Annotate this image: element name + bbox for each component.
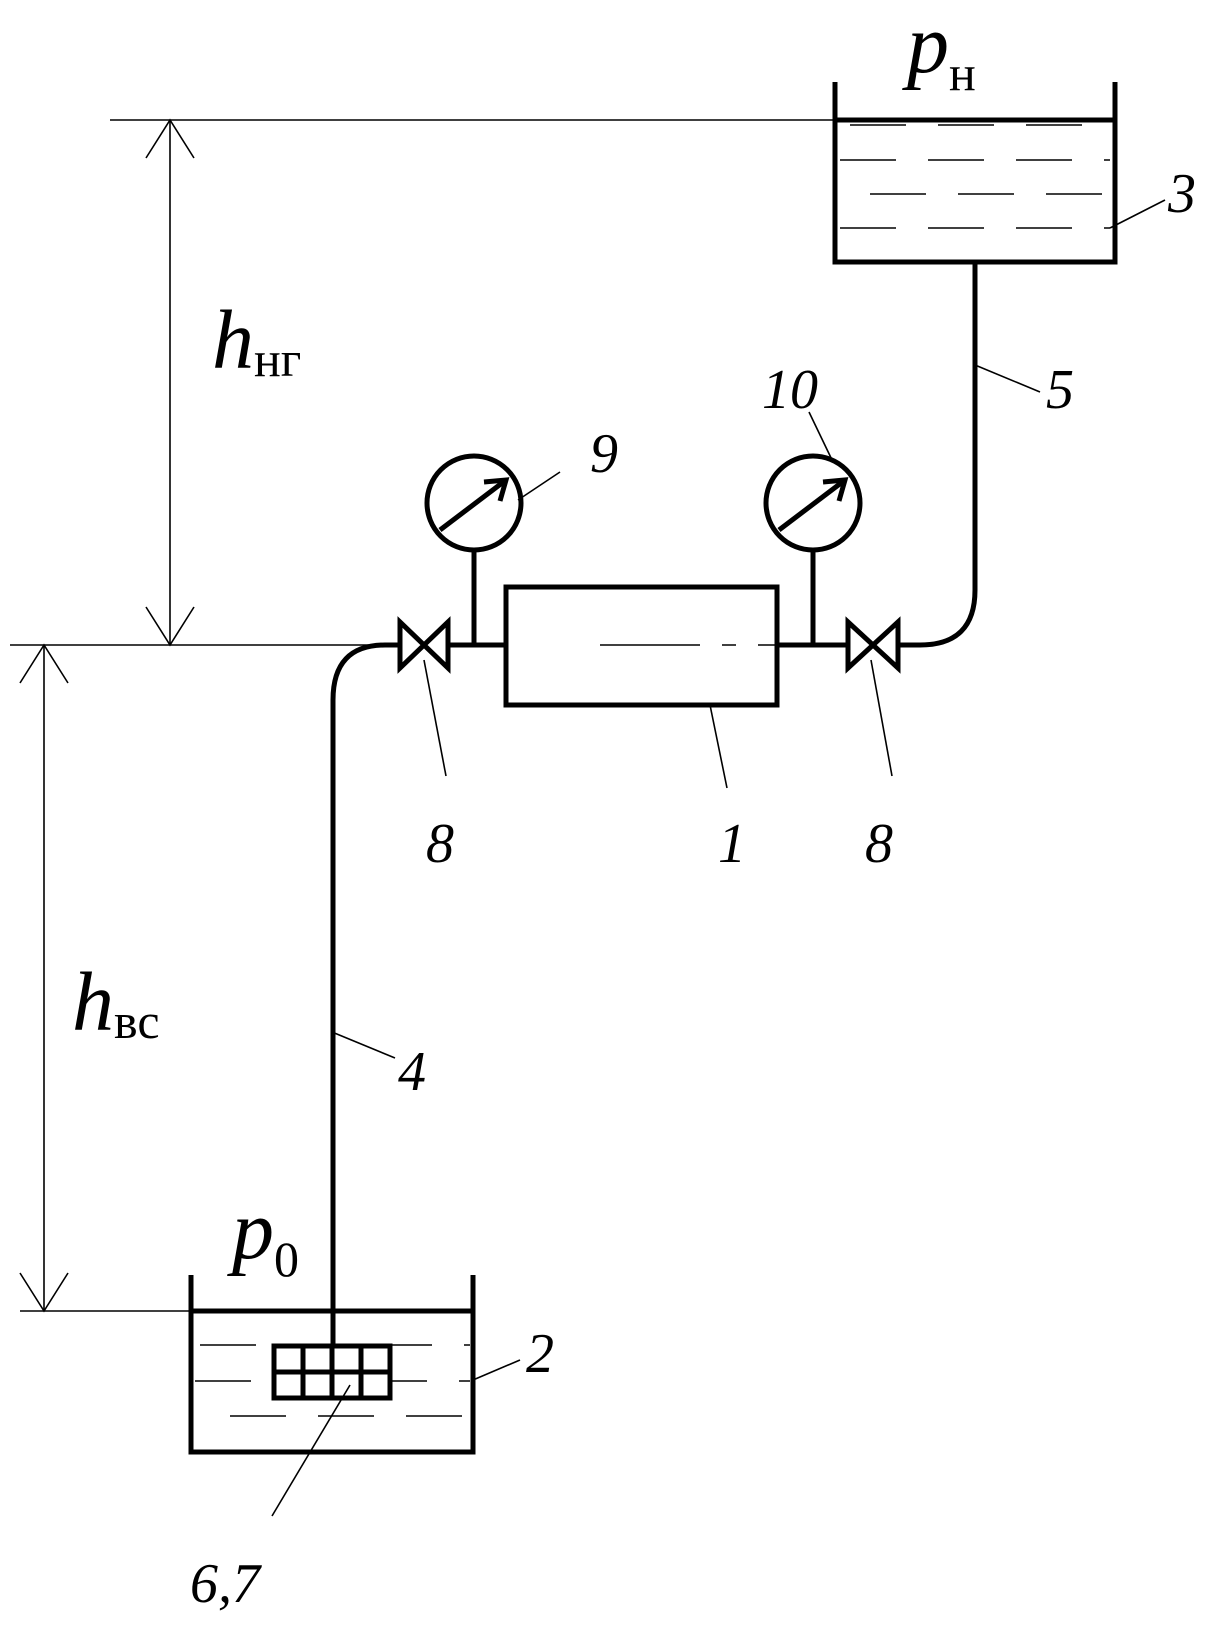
symbol-suction-head: hвс <box>72 956 160 1049</box>
pressure-gauge-right <box>763 453 863 645</box>
symbol-upper-pressure-main: p <box>902 0 949 91</box>
pressure-pipe <box>898 262 978 648</box>
label-valve-right: 8 <box>865 813 893 875</box>
label-strainer: 6,7 <box>190 1553 262 1615</box>
label-pump: 1 <box>718 813 746 875</box>
dimension-discharge-head <box>10 118 835 647</box>
label-pressure-pipe: 5 <box>1046 359 1074 421</box>
symbol-discharge-head-sub: нг <box>254 331 301 387</box>
pressure-gauge-left <box>424 453 524 645</box>
label-suction-pipe: 4 <box>398 1041 426 1103</box>
valve-left <box>397 616 451 674</box>
symbol-lower-pressure-sub: 0 <box>274 1231 299 1287</box>
symbol-upper-pressure: pн <box>902 0 976 101</box>
label-gauge-right: 10 <box>762 359 818 421</box>
pump <box>503 584 780 708</box>
suction-pipe <box>330 642 400 1395</box>
strainer-foot-valve <box>271 1343 393 1401</box>
label-gauge-left: 9 <box>590 423 618 485</box>
label-valve-left: 8 <box>426 813 454 875</box>
valve-right <box>845 616 901 674</box>
symbol-suction-head-sub: вс <box>114 993 160 1049</box>
symbol-lower-pressure-main: p <box>227 1184 274 1277</box>
symbol-lower-pressure: p0 <box>227 1184 299 1287</box>
leader-lines <box>271 199 1166 1517</box>
dimension-suction-head <box>19 643 190 1313</box>
upper-tank <box>832 82 1118 265</box>
label-lower-tank: 2 <box>526 1323 554 1385</box>
symbol-discharge-head: hнг <box>212 294 301 387</box>
symbol-suction-head-main: h <box>72 956 114 1049</box>
symbol-discharge-head-main: h <box>212 294 254 387</box>
label-upper-tank: 3 <box>1167 163 1196 225</box>
symbol-upper-pressure-sub: н <box>949 45 976 101</box>
